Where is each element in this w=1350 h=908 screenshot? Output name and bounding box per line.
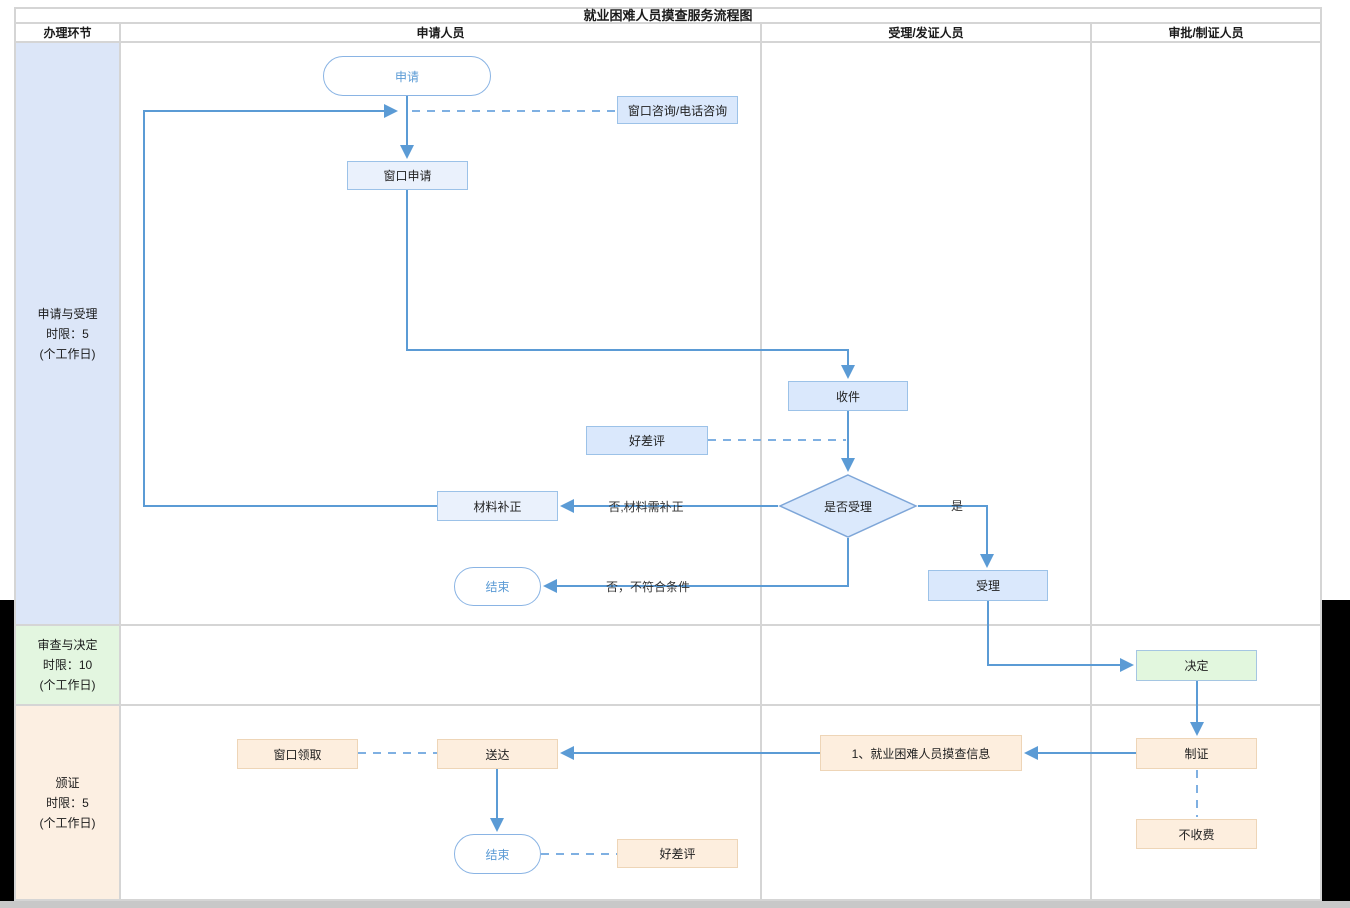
lane-label-review-decide: 审查与决定 时限：10 (个工作日) <box>16 626 121 706</box>
node-no-fee: 不收费 <box>1136 819 1257 849</box>
lane-cell <box>762 626 1092 706</box>
node-service-rating-2: 好差评 <box>617 839 738 868</box>
node-window-phone-consult: 窗口咨询/电话咨询 <box>617 96 738 124</box>
gray-strip-bottom <box>0 901 1350 908</box>
node-receive-documents: 收件 <box>788 381 908 411</box>
edge-label-no-supplement: 否,材料需补正 <box>608 500 684 514</box>
node-deliver: 送达 <box>437 739 558 769</box>
lane-cell <box>121 706 762 899</box>
edge-label-no-reject: 否，不符合条件 <box>605 580 690 594</box>
lane-cell <box>762 43 1092 626</box>
node-window-pickup: 窗口领取 <box>237 739 358 769</box>
node-decide: 决定 <box>1136 650 1257 681</box>
lane-cell <box>1092 43 1320 626</box>
node-window-apply: 窗口申请 <box>347 161 468 190</box>
lane-cell <box>1092 626 1320 706</box>
edge-label-yes: 是 <box>950 499 963 513</box>
node-material-supplement: 材料补正 <box>437 491 558 521</box>
column-header-approver: 审批/制证人员 <box>1092 24 1320 43</box>
node-accept: 受理 <box>928 570 1048 601</box>
node-survey-info: 1、就业困难人员摸查信息 <box>820 735 1022 771</box>
decision-label: 是否受理 <box>823 499 872 514</box>
lane-cell <box>121 626 762 706</box>
end-node-1: 结束 <box>454 567 541 606</box>
end-node-2: 结束 <box>454 834 541 874</box>
start-node-apply: 申请 <box>323 56 491 96</box>
diamond-shape <box>778 474 918 538</box>
page-title: 就业困难人员摸查服务流程图 <box>16 8 1320 24</box>
column-header-acceptor: 受理/发证人员 <box>762 24 1092 43</box>
lane-cell <box>762 706 1092 899</box>
lane-cell <box>121 43 762 626</box>
lane-label-apply-accept: 申请与受理 时限：5 (个工作日) <box>16 43 121 626</box>
node-make-certificate: 制证 <box>1136 738 1257 769</box>
decision-node-accept-or-not: 是否受理 <box>778 474 918 538</box>
column-header-applicant: 申请人员 <box>121 24 762 43</box>
black-bar-right <box>1322 600 1350 901</box>
column-header-process-step: 办理环节 <box>16 24 121 43</box>
lane-label-issue-cert: 颁证 时限：5 (个工作日) <box>16 706 121 899</box>
black-bar-left <box>0 600 14 901</box>
lane-cell <box>1092 706 1320 899</box>
node-service-rating-1: 好差评 <box>586 426 708 455</box>
